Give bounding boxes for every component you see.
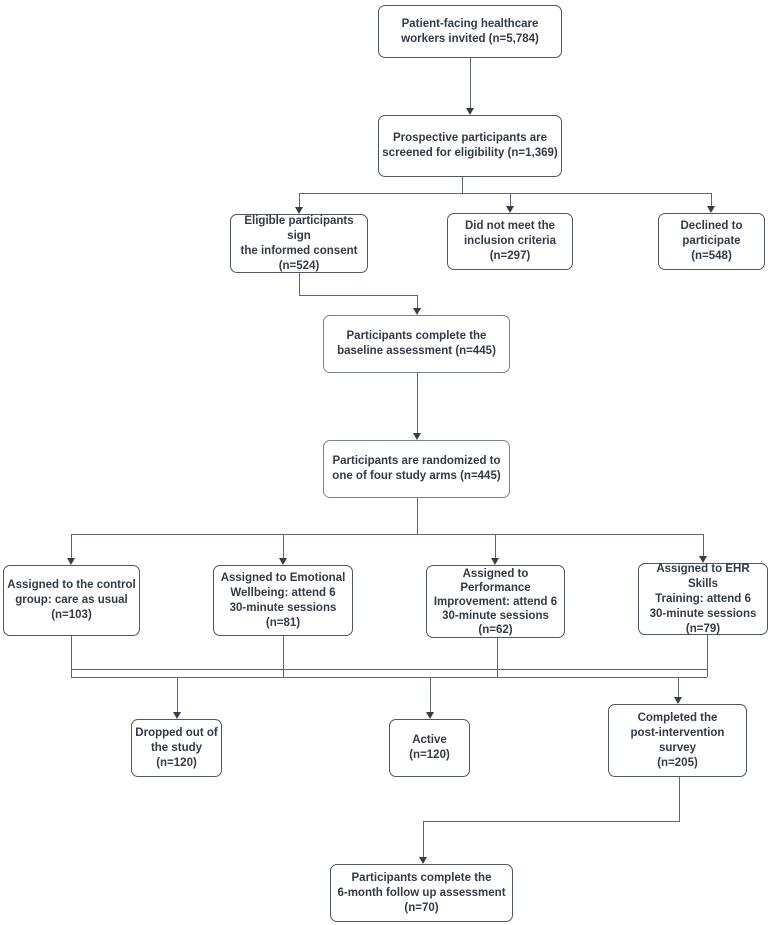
node-eligible: Eligible participants sign the informed … bbox=[230, 214, 368, 273]
arrow-down-icon bbox=[699, 556, 707, 563]
node-not-meet-criteria: Did not meet the inclusion criteria (n=2… bbox=[447, 213, 573, 270]
edge-performance-merge-line bbox=[497, 638, 498, 677]
node-screened: Prospective participants are screened fo… bbox=[378, 115, 562, 177]
node-arm-performance-improvement: Assigned to Performance Improvement: att… bbox=[426, 565, 565, 638]
node-completed-survey: Completed the post-intervention survey (… bbox=[608, 704, 747, 777]
arrow-down-icon bbox=[674, 697, 682, 704]
node-dropped-out: Dropped out of the study (n=120) bbox=[131, 719, 222, 777]
edge-to-ehr-line bbox=[703, 534, 704, 557]
edge-ehr-merge-line bbox=[707, 635, 708, 677]
edge-completed-followup-v1 bbox=[679, 777, 680, 822]
arrow-down-icon bbox=[173, 712, 181, 719]
arrow-down-icon bbox=[67, 558, 75, 565]
arrow-down-icon bbox=[506, 206, 514, 213]
arrow-down-icon bbox=[413, 433, 421, 440]
edge-emotional-merge-line bbox=[283, 636, 284, 677]
merge-rail-lower bbox=[71, 677, 707, 678]
edge-to-dropped-line bbox=[177, 677, 178, 713]
arrow-down-icon bbox=[295, 207, 303, 214]
arrow-down-icon bbox=[707, 206, 715, 213]
arrow-down-icon bbox=[279, 558, 287, 565]
edge-screened-split-rail bbox=[299, 193, 711, 194]
arrow-down-icon bbox=[491, 558, 499, 565]
node-baseline: Participants complete the baseline asses… bbox=[323, 315, 510, 373]
edge-eligible-baseline-h bbox=[299, 295, 418, 296]
edge-randomized-split-rail bbox=[71, 534, 703, 535]
arrow-down-icon bbox=[413, 308, 421, 315]
edge-randomized-split-stem bbox=[417, 498, 418, 534]
edge-eligible-baseline-v2 bbox=[417, 295, 418, 309]
edge-completed-followup-h bbox=[423, 821, 680, 822]
arrow-down-icon bbox=[426, 712, 434, 719]
edge-to-notmeet-line bbox=[510, 193, 511, 207]
node-invited: Patient-facing healthcare workers invite… bbox=[378, 5, 562, 58]
edge-to-completed-line bbox=[678, 677, 679, 698]
node-arm-ehr-skills: Assigned to EHR Skills Training: attend … bbox=[638, 563, 768, 635]
edge-to-emotional-line bbox=[283, 534, 284, 559]
edge-to-eligible-line bbox=[299, 193, 300, 208]
edge-completed-followup-v2 bbox=[423, 821, 424, 858]
edge-baseline-randomized-line bbox=[417, 373, 418, 434]
node-followup: Participants complete the 6-month follow… bbox=[330, 864, 513, 922]
merge-rail-upper bbox=[71, 669, 707, 670]
node-arm-emotional-wellbeing: Assigned to Emotional Wellbeing: attend … bbox=[213, 565, 353, 636]
edge-to-active-line bbox=[430, 677, 431, 713]
edge-eligible-baseline-v1 bbox=[299, 273, 300, 296]
edge-to-control-line bbox=[71, 534, 72, 559]
edge-to-declined-line bbox=[711, 193, 712, 207]
edge-screened-split-stem bbox=[462, 177, 463, 193]
edge-control-merge-line bbox=[71, 636, 72, 677]
node-randomized: Participants are randomized to one of fo… bbox=[323, 440, 510, 498]
node-declined: Declined to participate (n=548) bbox=[658, 213, 765, 270]
node-arm-control: Assigned to the control group: care as u… bbox=[3, 565, 140, 636]
arrow-down-icon bbox=[466, 108, 474, 115]
edge-to-performance-line bbox=[495, 534, 496, 559]
node-active: Active (n=120) bbox=[389, 719, 470, 777]
edge-invited-screened-line bbox=[470, 58, 471, 109]
arrow-down-icon bbox=[419, 857, 427, 864]
